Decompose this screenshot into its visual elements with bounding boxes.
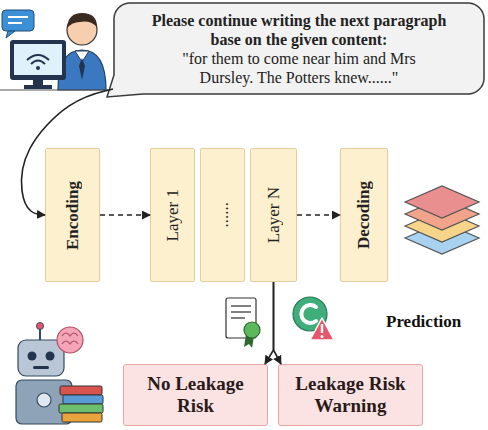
warning-triangle	[310, 318, 334, 340]
monitor-stand	[33, 80, 43, 85]
certificate-seal	[244, 322, 260, 338]
node-text: Layer 1	[163, 189, 183, 241]
book	[60, 386, 102, 395]
wifi-arc	[27, 55, 49, 60]
stack-layer	[405, 186, 479, 218]
layer-block: Layer 1	[150, 148, 195, 282]
layer-stack-icon	[405, 186, 479, 254]
certificate-line	[231, 311, 251, 313]
prediction-label: Prediction	[386, 312, 461, 332]
result-box: No Leakage Risk	[123, 364, 268, 426]
node-text: No Leakage Risk	[133, 373, 258, 417]
flow-arrow	[265, 282, 274, 364]
decoder-block: Decoding	[340, 148, 388, 282]
robot-head	[18, 340, 64, 376]
node-text: Please continue writing the next paragra…	[149, 11, 449, 49]
chat-tail	[6, 31, 15, 38]
chat-line	[8, 16, 28, 18]
copyright-warning-icon	[293, 297, 334, 340]
monitor-base	[24, 85, 52, 89]
node-text: Decoding	[354, 181, 374, 249]
warning-dot	[321, 335, 324, 338]
copyright-mark	[301, 305, 316, 323]
user-icon	[0, 10, 108, 90]
certificate-line	[231, 317, 245, 319]
dashed-arrow	[297, 214, 340, 216]
robot-icon	[16, 323, 103, 425]
node-text: ......	[213, 202, 233, 228]
book	[62, 413, 102, 422]
robot-antenna-tip	[37, 323, 44, 330]
monitor	[10, 40, 66, 80]
desk-line	[0, 89, 108, 90]
chat-line	[8, 22, 22, 24]
bubble-shape	[107, 3, 484, 97]
monitor-screen	[14, 44, 62, 75]
robot-eye	[46, 352, 55, 361]
wifi-arc	[31, 61, 45, 65]
layer-block: Layer N	[250, 148, 297, 282]
result-box: Leakage Risk Warning	[278, 364, 423, 426]
node-text: Leakage Risk Warning	[288, 373, 413, 417]
encoder-block: Encoding	[45, 148, 100, 282]
book	[59, 404, 103, 413]
node-text: Layer N	[264, 187, 284, 243]
prompt-bubble: Please continue writing the next paragra…	[113, 2, 485, 95]
node-text: "for them to come near him and Mrs Dursl…	[159, 49, 439, 87]
layer-block: ......	[200, 148, 245, 282]
brain-fold	[62, 333, 78, 344]
wifi-dot	[36, 66, 40, 70]
warning-mark	[321, 324, 323, 333]
robot-brain	[57, 327, 83, 353]
robot-mouth	[33, 366, 49, 369]
tie	[79, 58, 85, 80]
robot-eye	[28, 352, 37, 361]
robot-gear	[37, 393, 51, 407]
flow-arrow	[274, 282, 282, 364]
node-text: Encoding	[63, 181, 83, 250]
chat-icon	[2, 10, 34, 31]
certificate-icon	[226, 298, 260, 348]
dashed-arrow	[100, 214, 150, 216]
person-hair	[67, 13, 97, 28]
certificate-line	[231, 305, 251, 307]
book	[63, 395, 103, 404]
